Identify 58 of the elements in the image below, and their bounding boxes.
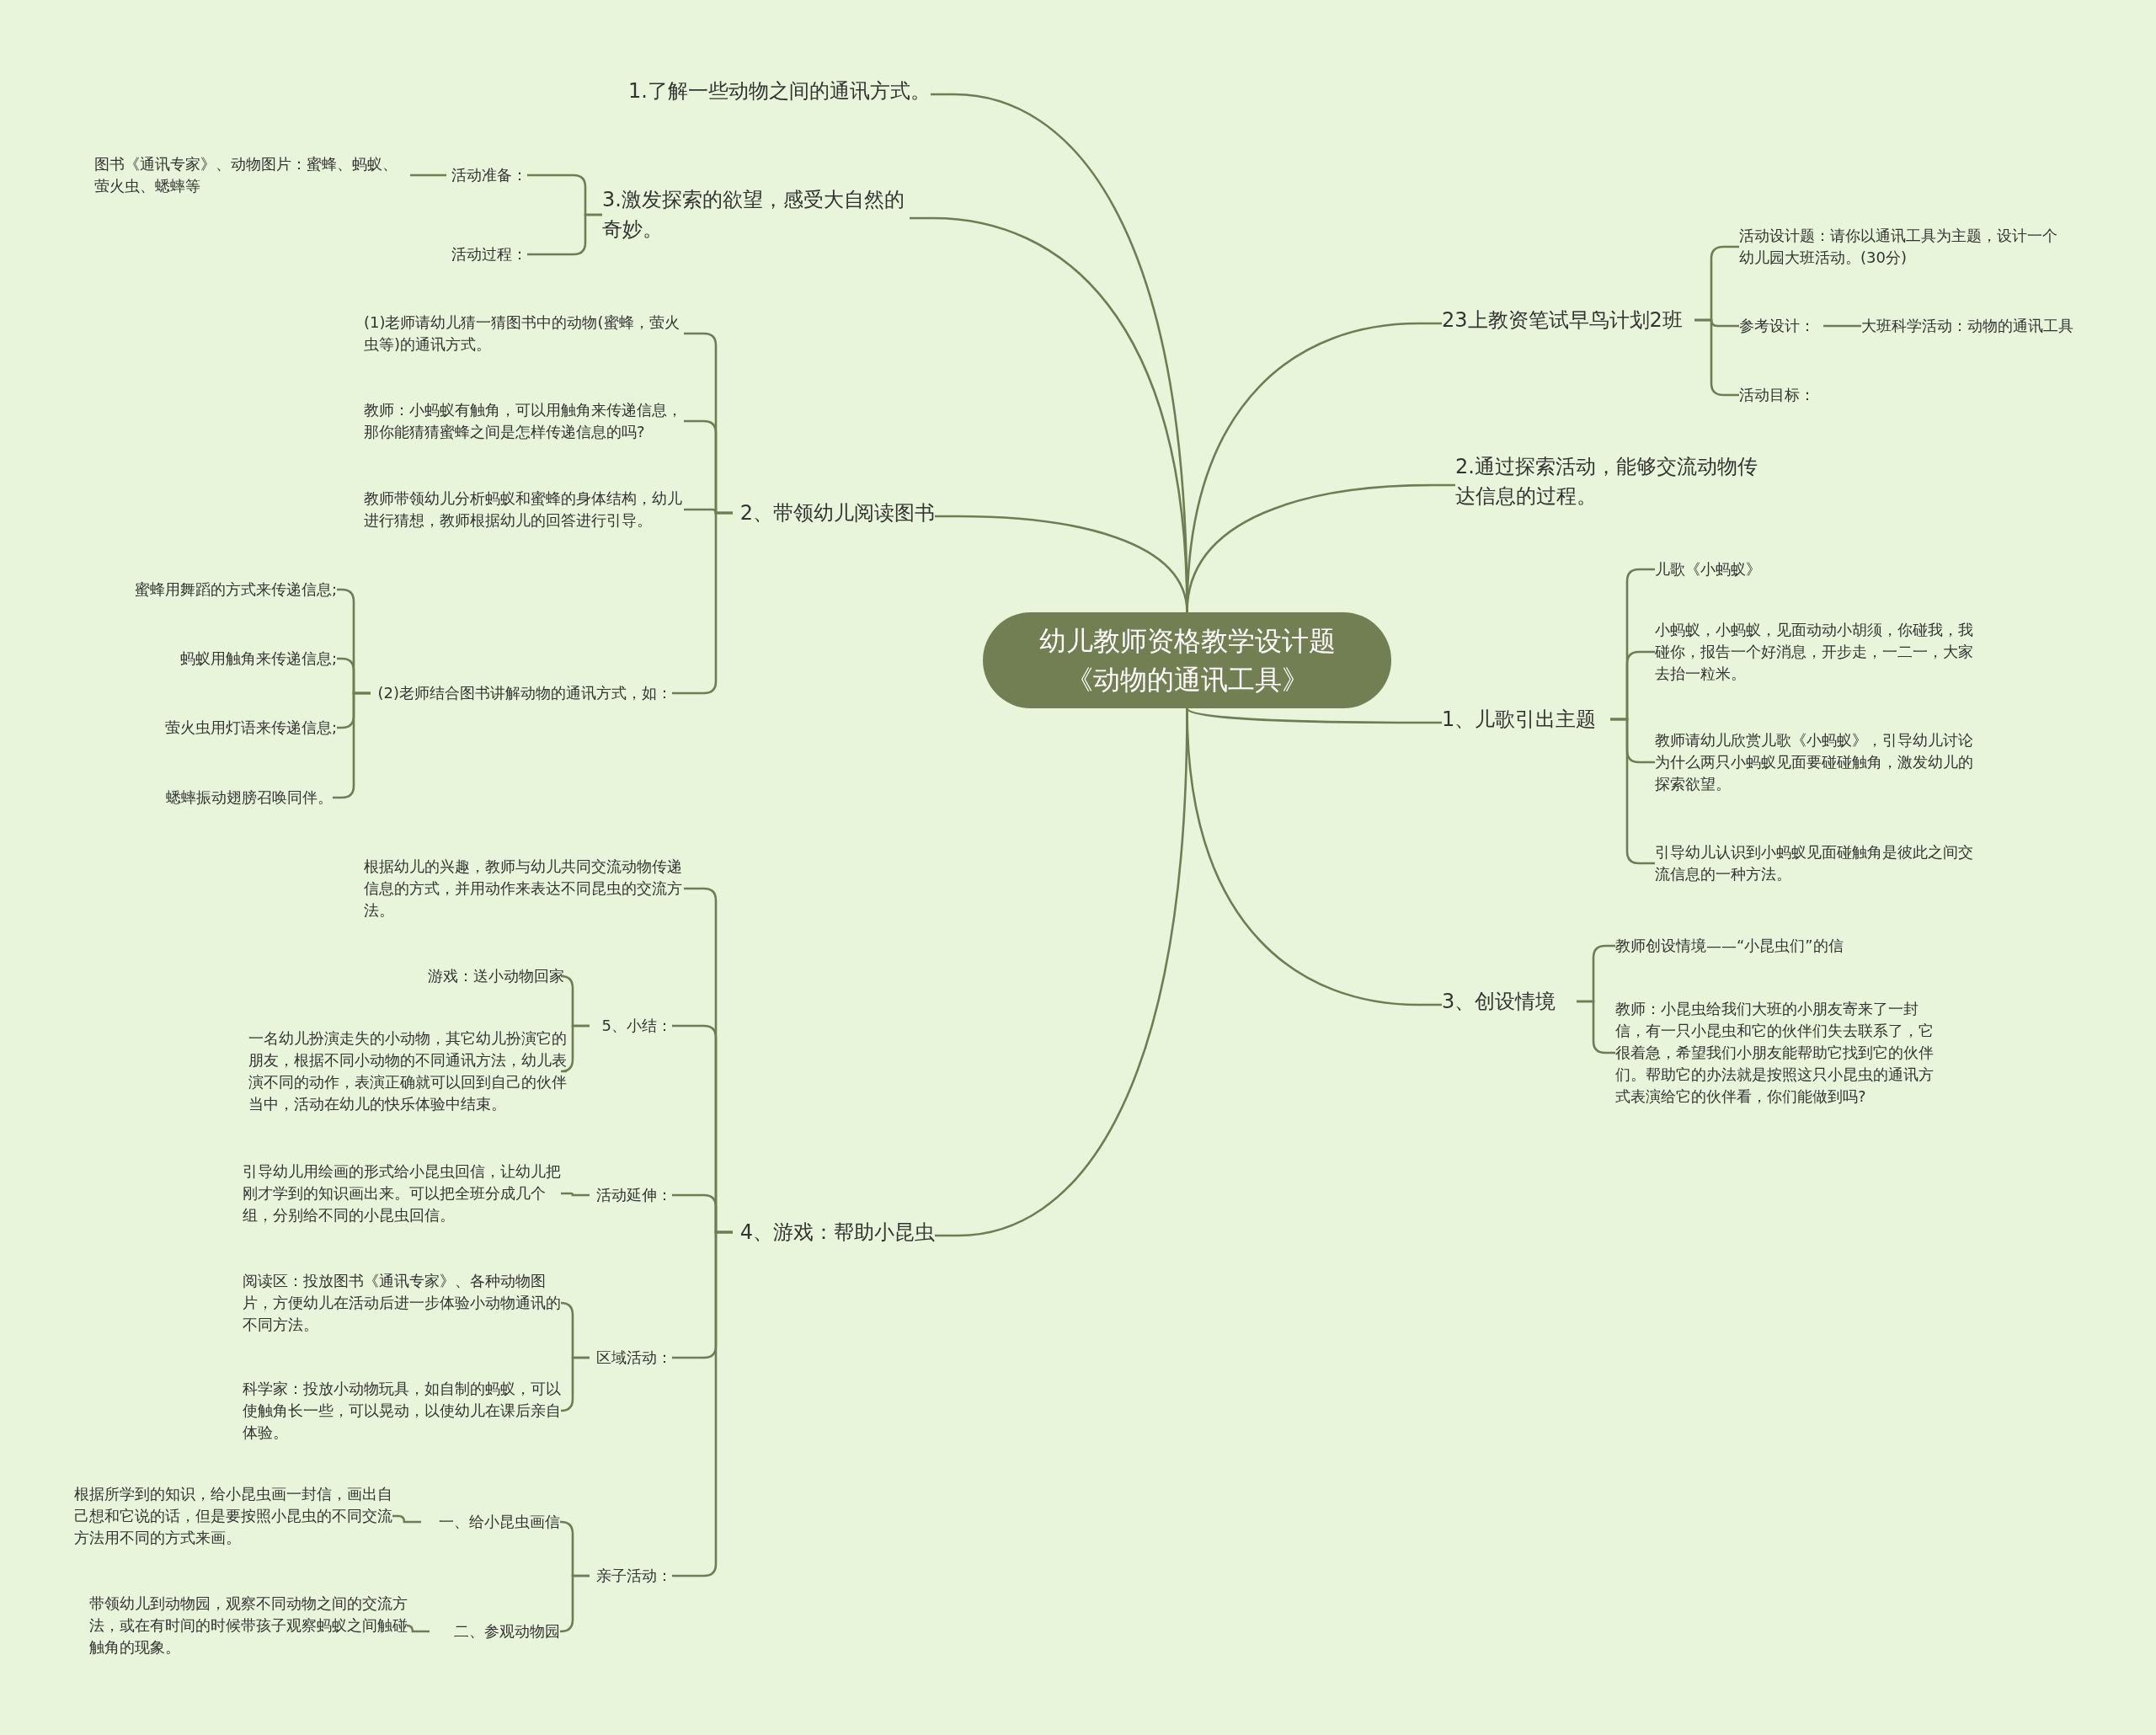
branch-topic: 2.通过探索活动，能够交流动物传达信息的过程。 — [1455, 452, 1763, 511]
subtopic-text: 根据幼儿的兴趣，教师与幼儿共同交流动物传递信息的方式，并用动作来表达不同昆虫的交流方法。 — [364, 855, 684, 922]
subtopic-text: 教师创设情境——“小昆虫们”的信 — [1615, 934, 1902, 958]
subtopic-text: 一、给小昆虫画信 — [421, 1510, 560, 1534]
connector-line — [405, 1624, 430, 1633]
subtopic-text: 二、参观动物园 — [430, 1620, 560, 1643]
connector-line — [561, 1192, 590, 1197]
subtopic-text: 根据所学到的知识，给小昆虫画一封信，画出自己想和它说的话，但是要按照小昆虫的不同交流方法用不同的方式来画。 — [74, 1482, 392, 1550]
subtopic-text: 阅读区：投放图书《通讯专家》、各种动物图片，方便幼儿在活动后进一步体验小动物通讯的不同方法。 — [243, 1269, 561, 1337]
connector-line — [1186, 483, 1455, 613]
subtopic-text: 活动延伸： — [590, 1183, 672, 1207]
branch-topic: 1.了解一些动物之间的通讯方式。 — [627, 76, 931, 106]
subtopic-text: 科学家：投放小动物玩具，如自制的蚂蚁，可以使触角长一些，可以晃动，以使幼儿在课后亲自体验。 — [243, 1377, 561, 1444]
connector-line — [392, 1514, 421, 1524]
subtopic-text: 教师请幼儿欣赏儿歌《小蚂蚁》，引导幼儿讨论为什么两只小蚂蚁见面要碰碰触角，激发幼儿的探索欲望。 — [1655, 729, 1975, 796]
subtopic-text: 儿歌《小蚂蚁》 — [1655, 558, 1790, 581]
connector-line — [559, 1356, 590, 1412]
subtopic-text: 活动过程： — [446, 243, 527, 266]
subtopic-text: 游戏：送小动物回家 — [404, 964, 564, 988]
connector-line — [672, 1231, 733, 1578]
connector-line — [1186, 707, 1442, 724]
subtopic-text: 带领幼儿到动物园，观察不同动物之间的交流方法，或在有时间的时候带孩子观察蚂蚁之间触碰触角的现象。 — [89, 1592, 408, 1659]
subtopic-text: 蟋蟀振动翅膀召唤同伴。 — [135, 786, 333, 809]
central-topic: 幼儿教师资格教学设计题《动物的通讯工具》 — [983, 612, 1391, 708]
connector-line — [559, 1574, 590, 1633]
subtopic-text: 图书《通讯专家》、动物图片：蜜蜂、蚂蚁、萤火虫、蟋蟀等 — [94, 152, 410, 198]
connector-line — [410, 174, 446, 177]
subtopic-text: 蜜蜂用舞蹈的方式来传递信息; — [101, 578, 337, 601]
subtopic-text: 活动目标： — [1739, 383, 1823, 407]
connector-line — [1186, 707, 1442, 1006]
subtopic-text: 活动设计题：请你以通讯工具为主题，设计一个幼儿园大班活动。(30分) — [1739, 224, 2059, 270]
branch-topic: 1、儿歌引出主题 — [1442, 704, 1610, 734]
subtopic-text: 活动准备： — [446, 163, 527, 187]
subtopic-text: 亲子活动： — [590, 1564, 672, 1588]
subtopic-text: 5、小结： — [590, 1014, 672, 1038]
subtopic-text: 小蚂蚁，小蚂蚁，见面动动小胡须，你碰我，我碰你，报告一个好消息，开步走，一二一，大家去抬一粒米。 — [1655, 618, 1975, 686]
subtopic-text: 萤火虫用灯语来传递信息; — [135, 716, 337, 739]
branch-topic: 23上教资笔试早鸟计划2班 — [1442, 305, 1694, 335]
subtopic-text: 区域活动： — [590, 1346, 672, 1369]
subtopic-text: 引导幼儿用绘画的形式给小昆虫回信，让幼儿把刚才学到的知识画出来。可以把全班分成几个组，分别给不同的小昆虫回信。 — [243, 1160, 561, 1227]
branch-topic: 3、创设情境 — [1442, 986, 1577, 1017]
subtopic-text: 引导幼儿认识到小蚂蚁见面碰触角是彼此之间交流信息的一种方法。 — [1655, 841, 1975, 886]
subtopic-text: 教师带领幼儿分析蚂蚁和蜜蜂的身体结构，幼儿进行猜想，教师根据幼儿的回答进行引导。 — [364, 487, 684, 532]
subtopic-text: 参考设计： — [1739, 314, 1823, 338]
connector-line — [1823, 324, 1861, 328]
branch-topic: 4、游戏：帮助小昆虫 — [733, 1217, 935, 1247]
connector-line — [672, 511, 733, 695]
subtopic-text: 蚂蚁用触角来传递信息; — [135, 647, 337, 670]
subtopic-text: 教师：小昆虫给我们大班的小朋友寄来了一封信，有一只小昆虫和它的伙伴们失去联系了，它很着急，希望我们小朋友能帮助它找到它的伙伴们。帮助它的办法就是按照这只小昆虫的通讯方式表演给它的伙伴看，你们能做到吗? — [1615, 997, 1940, 1108]
subtopic-text: 教师：小蚂蚁有触角，可以用触角来传递信息，那你能猜猜蜜蜂之间是怎样传递信息的吗? — [364, 398, 684, 444]
connector-line — [527, 213, 602, 256]
subtopic-text: (1)老师请幼儿猜一猜图书中的动物(蜜蜂，萤火虫等)的通讯方式。 — [364, 311, 684, 356]
branch-topic: 2、带领幼儿阅读图书 — [733, 498, 935, 528]
subtopic-text: 大班科学活动：动物的通讯工具 — [1861, 314, 2097, 338]
branch-topic: 3.激发探索的欲望，感受大自然的奇妙。 — [602, 185, 910, 244]
subtopic-text: 一名幼儿扮演走失的小动物，其它幼儿扮演它的朋友，根据不同小动物的不同通讯方法，幼儿表演不同的动作，表演正确就可以回到自己的伙伴当中，活动在幼儿的快乐体验中结束。 — [248, 1027, 567, 1116]
subtopic-text: (2)老师结合图书讲解动物的通讯方式，如： — [371, 681, 672, 705]
connector-line — [559, 1024, 590, 1073]
